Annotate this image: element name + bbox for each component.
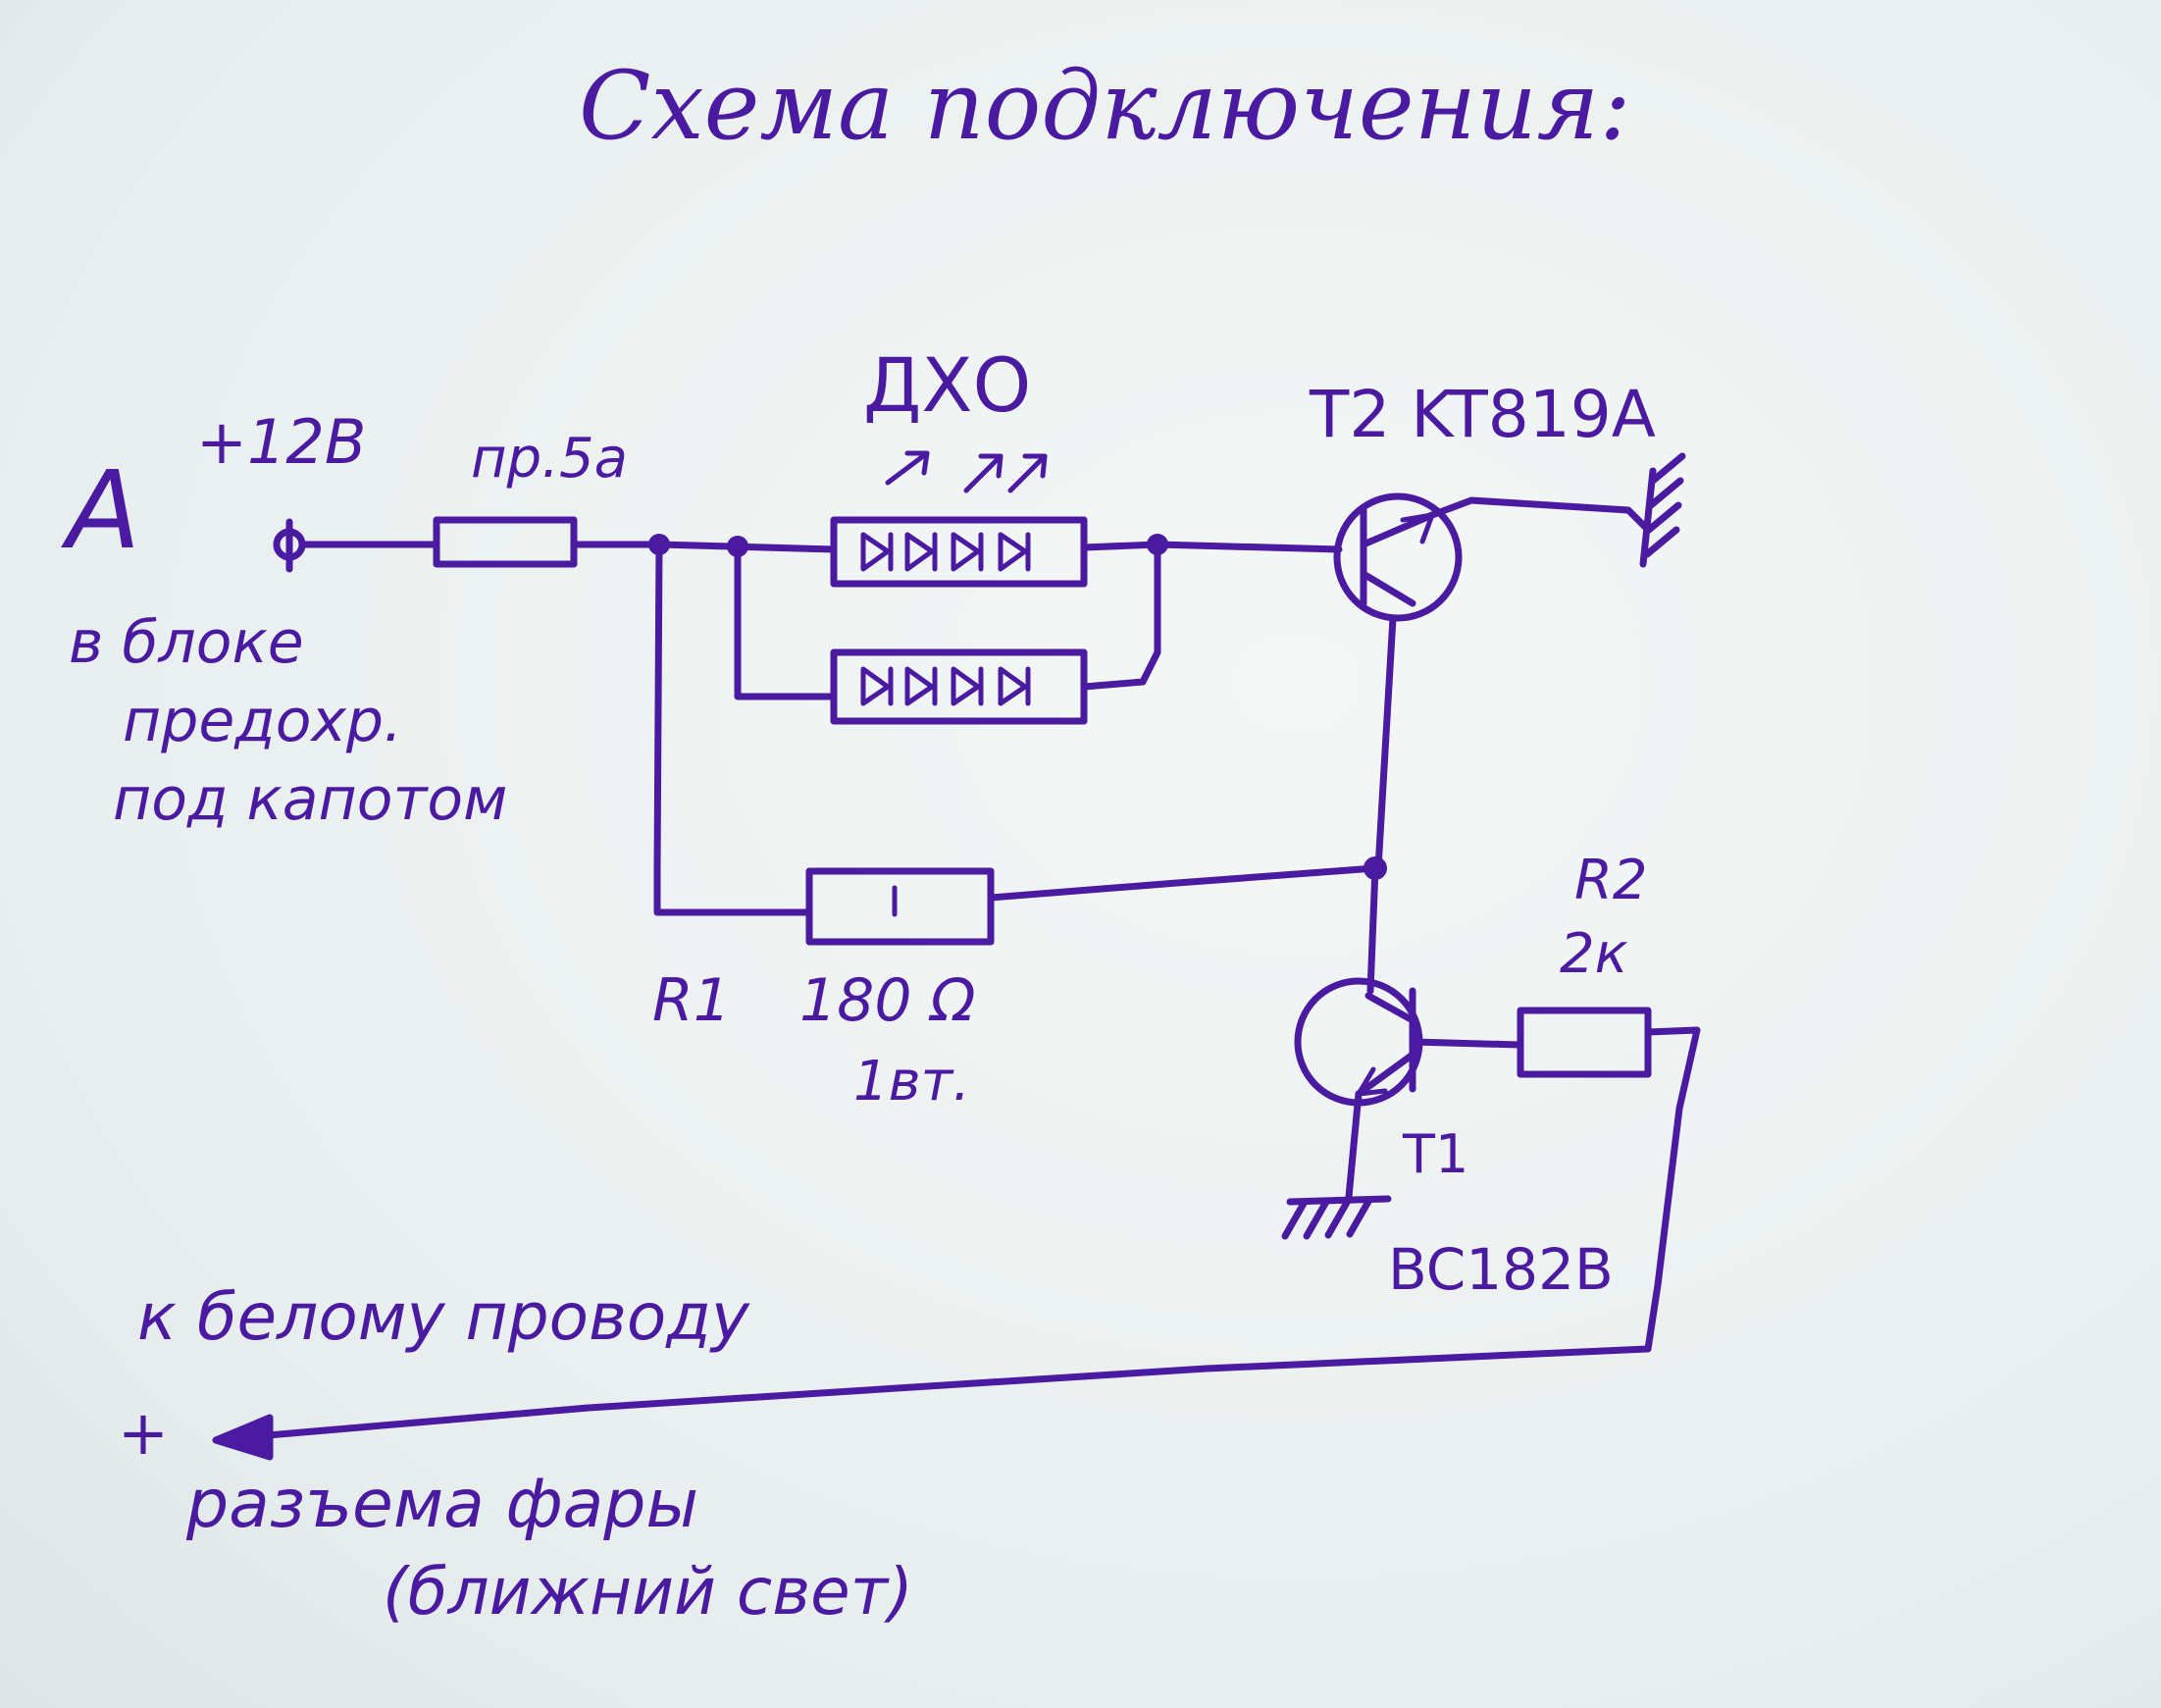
label-r1-power: 1вт.	[853, 1050, 971, 1113]
label-to-white-wire: к белому проводу	[137, 1279, 749, 1355]
label-t2: T2 KT819A	[1310, 377, 1656, 452]
label-supply-voltage: +12В	[196, 406, 367, 478]
drl-led-strip-1	[830, 516, 1088, 588]
wire-junction-t1	[1366, 864, 1379, 995]
label-point-a: А	[67, 447, 141, 573]
light-emission-arrows	[885, 450, 1048, 493]
wire-t2-collector	[1374, 614, 1397, 872]
t1-transistor	[1294, 977, 1423, 1107]
label-fuse-location-1: в блоке	[69, 608, 304, 677]
wire-led2-left	[734, 543, 838, 700]
wire-t1-ground	[1345, 1090, 1363, 1201]
label-r1: R1	[652, 966, 731, 1035]
wire-r2-out	[241, 1026, 1701, 1441]
fuse-symbol	[433, 516, 578, 568]
label-drl: ДХО	[863, 341, 1032, 429]
drl-led-strip-2	[830, 648, 1088, 725]
label-headlight-connector: разъема фары	[186, 1466, 699, 1543]
label-low-beam: (ближний свет)	[383, 1554, 913, 1630]
wire-t2-ground	[1428, 496, 1652, 534]
label-t1-part: BC182B	[1388, 1236, 1614, 1303]
label-fuse-location-3: под капотом	[113, 765, 508, 834]
label-fuse: пр.5а	[471, 427, 628, 491]
ground-symbol-t1	[1281, 1195, 1392, 1240]
input-terminal	[273, 518, 306, 573]
ground-symbol-t2	[1639, 452, 1686, 568]
output-arrow	[212, 1414, 274, 1461]
label-fuse-location-2: предохр.	[123, 687, 403, 755]
label-t1: T1	[1403, 1123, 1469, 1185]
label-plus: +	[118, 1397, 169, 1469]
r1-resistor	[805, 867, 995, 946]
wire-led2-right	[1080, 541, 1161, 691]
label-r2-value: 2к	[1560, 922, 1628, 986]
wire-r1-right	[987, 864, 1379, 902]
wire-to-t2-base	[1154, 541, 1343, 553]
label-r1-value: 180 Ω	[799, 966, 976, 1035]
wire-led1-right	[1080, 541, 1161, 551]
page-title: Схема подключения:	[579, 51, 1631, 161]
wire-left-vertical	[653, 541, 813, 916]
label-r2: R2	[1574, 849, 1648, 912]
r2-resistor	[1517, 1007, 1652, 1078]
wire-t1-r2	[1409, 1038, 1524, 1049]
